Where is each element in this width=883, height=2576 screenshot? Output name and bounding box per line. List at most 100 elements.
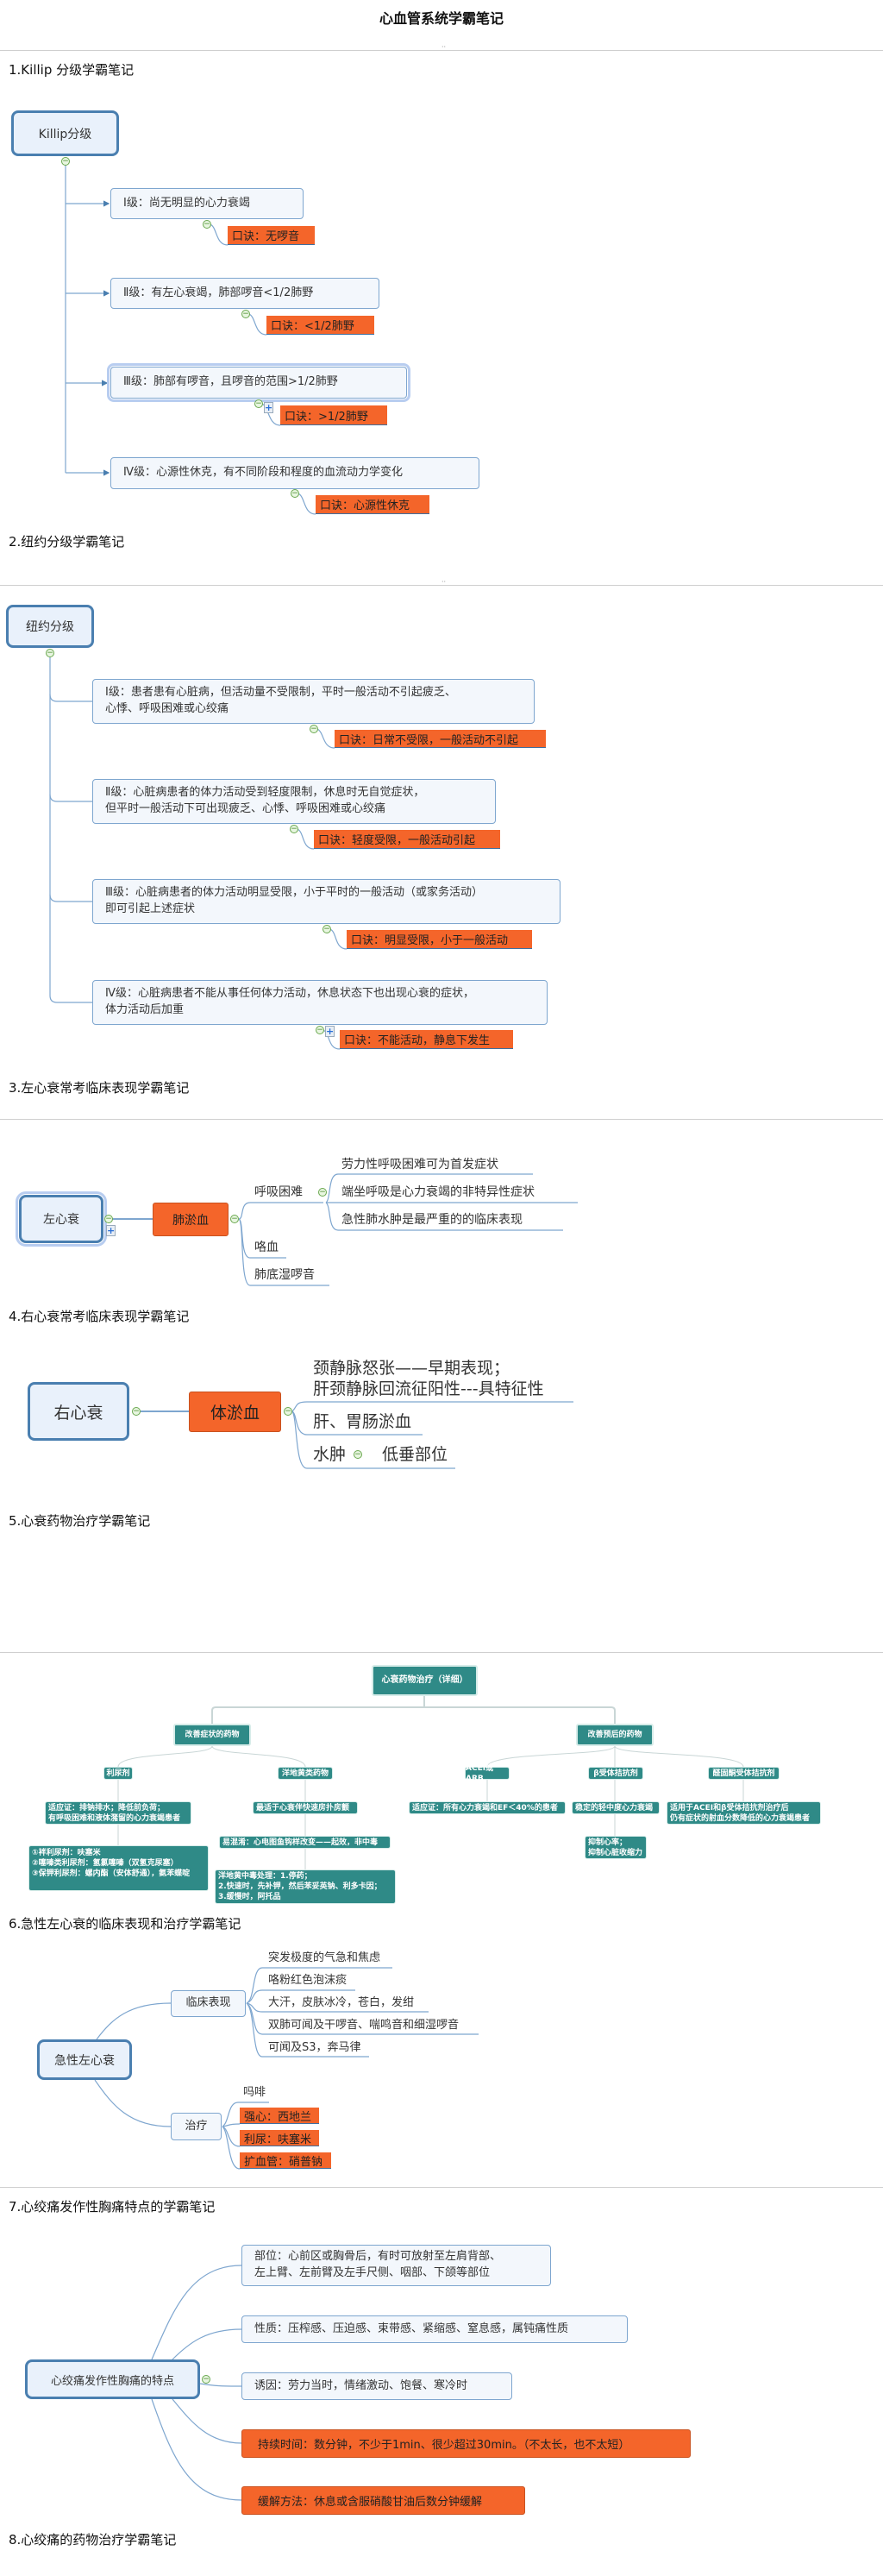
- digitalis-confusion-note: 易混淆：心电图鱼钩样改变——起效，非中毒: [219, 1836, 391, 1849]
- nyha-level-2-tip[interactable]: 口诀：轻度受限，一般活动引起: [314, 830, 500, 849]
- add-topic-icon[interactable]: +: [264, 402, 273, 413]
- section-6-heading: 6.急性左心衰的临床表现和治疗学霸笔记: [9, 1916, 241, 1932]
- section-5-heading: 5.心衰药物治疗学霸笔记: [9, 1513, 151, 1529]
- clinical-item[interactable]: 大汗，皮肤冰冷，苍白，发绀: [268, 1996, 415, 2009]
- collapse-icon[interactable]: −: [230, 1215, 239, 1223]
- nyha-level-1-tip[interactable]: 口诀：日常不受限，一般活动不引起: [335, 730, 546, 748]
- collapse-icon[interactable]: −: [132, 1407, 141, 1416]
- dyspnea-sub-topic[interactable]: 端坐呼吸是心力衰竭的非特异性症状: [341, 1185, 535, 1199]
- collapse-icon[interactable]: −: [61, 157, 70, 166]
- section-divider: [0, 1652, 883, 1653]
- section-divider: [0, 585, 883, 586]
- nyha-level-1-node[interactable]: Ⅰ级：患者患有心脏病，但活动量不受限制，平时一般活动不引起疲乏、 心悸、呼吸困难…: [92, 679, 535, 724]
- nyha-level-3-tip[interactable]: 口诀：明显受限，小于一般活动: [347, 930, 532, 949]
- dyspnea-topic[interactable]: 呼吸困难: [254, 1185, 303, 1199]
- pulmonary-congestion-node[interactable]: 肺淤血: [153, 1203, 229, 1236]
- collapse-icon[interactable]: −: [318, 1188, 327, 1197]
- left-hf-root-node[interactable]: 左心衰: [16, 1191, 107, 1247]
- edema-sub-topic[interactable]: 低垂部位: [382, 1445, 448, 1464]
- killip-level-4-tip[interactable]: 口诀：心源性休克: [316, 495, 429, 514]
- nyha-level-3-node[interactable]: Ⅲ级：心脏病患者的体力活动明显受限，小于平时的一般活动（或家务活动） 即可引起上…: [92, 879, 560, 924]
- section-3-heading: 3.左心衰常考临床表现学霸笔记: [9, 1080, 190, 1096]
- systemic-congestion-node[interactable]: 体淤血: [189, 1392, 281, 1432]
- aldosterone-antagonist-node: 醛固酮受体拮抗剂: [708, 1767, 780, 1780]
- drug-therapy-root: 心衰药物治疗（详细）: [372, 1665, 478, 1696]
- angina-location-node[interactable]: 部位：心前区或胸骨后，有时可放射至左肩背部、 左上臂、左前臂及左手尺侧、咽部、下…: [241, 2245, 551, 2286]
- collapse-icon[interactable]: −: [316, 1026, 324, 1034]
- killip-level-1-tip[interactable]: 口诀：无啰音: [228, 226, 315, 245]
- beta-indication: 稳定的轻中度心力衰竭: [572, 1801, 660, 1814]
- aldosterone-indication: 适用于ACEI和β受体拮抗剂治疗后 仍有症状的射血分数降低的心力衰竭患者: [667, 1801, 821, 1825]
- symptom-drugs-node: 改善症状的药物: [173, 1724, 251, 1746]
- section-7-heading: 7.心绞痛发作性胸痛特点的学霸笔记: [9, 2199, 216, 2215]
- killip-level-3-node[interactable]: Ⅲ级：肺部有啰音，且啰音的范围>1/2肺野: [107, 363, 410, 402]
- page-title: 心血管系统学霸笔记: [379, 10, 504, 27]
- collapse-icon[interactable]: −: [310, 725, 318, 733]
- beta-blocker-node: β受体拮抗剂: [588, 1767, 643, 1780]
- acei-arb-node: ACEI或ARB: [465, 1764, 510, 1783]
- clinical-item[interactable]: 双肺可闻及干啰音、喘鸣音和细湿啰音: [268, 2019, 460, 2032]
- angina-nature-node[interactable]: 性质：压榨感、压迫感、束带感、紧缩感、窒息感，属钝痛性质: [241, 2315, 628, 2343]
- collapse-icon[interactable]: −: [291, 489, 299, 498]
- collapse-icon[interactable]: −: [203, 220, 211, 229]
- angina-duration-node[interactable]: 持续时间：数分钟，不少于1min、很少超过30min。（不太长，也不太短）: [241, 2429, 691, 2458]
- clinical-item[interactable]: 可闻及S3，奔马律: [268, 2041, 361, 2054]
- killip-level-2-tip[interactable]: 口诀：<1/2肺野: [266, 316, 374, 335]
- treatment-item-morphine[interactable]: 吗啡: [243, 2086, 266, 2099]
- collapse-icon[interactable]: −: [254, 399, 263, 408]
- collapse-icon[interactable]: −: [290, 825, 298, 833]
- digitalis-toxicity: 洋地黄中毒处理：1.停药； 2.快速时，先补钾，然后苯妥英钠、利多卡因； 3.缓…: [215, 1869, 396, 1904]
- angina-trigger-node[interactable]: 诱因：劳力当时，情绪激动、饱餐、寒冷时: [241, 2372, 512, 2400]
- nyha-level-4-tip[interactable]: 口诀：不能活动，静息下发生: [340, 1030, 513, 1049]
- section-2-heading: 2.纽约分级学霸笔记: [9, 534, 125, 550]
- killip-level-1-node[interactable]: Ⅰ级：尚无明显的心力衰竭: [110, 188, 304, 219]
- treatment-node[interactable]: 治疗: [171, 2113, 222, 2140]
- angina-root-node[interactable]: 心绞痛发作性胸痛的特点: [25, 2359, 200, 2399]
- hemoptysis-topic[interactable]: 咯血: [254, 1241, 279, 1254]
- add-topic-icon[interactable]: +: [325, 1026, 335, 1037]
- section-divider: [0, 2187, 883, 2188]
- basal-rales-topic[interactable]: 肺底湿啰音: [254, 1268, 315, 1282]
- diuretic-list: ①袢利尿剂：呋塞米 ②噻嗪类利尿剂：氢氯噻嗪（双氢克尿塞） ③保钾利尿剂：螺内酯…: [28, 1845, 209, 1891]
- collapse-icon[interactable]: −: [104, 1215, 113, 1223]
- acei-indication: 适应证：所有心力衰竭和EF＜40%的患者: [409, 1801, 566, 1814]
- clinical-manifestation-node[interactable]: 临床表现: [171, 1990, 246, 2017]
- collapse-icon[interactable]: −: [323, 925, 331, 933]
- collapse-icon[interactable]: −: [46, 649, 54, 657]
- clinical-item[interactable]: 突发极度的气急和焦虑: [268, 1951, 381, 1964]
- dyspnea-sub-topic[interactable]: 劳力性呼吸困难可为首发症状: [341, 1158, 498, 1172]
- section-divider: [0, 50, 883, 51]
- section-4-heading: 4.右心衰常考临床表现学霸笔记: [9, 1309, 190, 1324]
- nyha-level-2-node[interactable]: Ⅱ级：心脏病患者的体力活动受到轻度限制，休息时无自觉症状， 但平时一般活动下可出…: [92, 779, 496, 824]
- diuretic-node: 利尿剂: [103, 1767, 133, 1780]
- beta-effect: 抑制心率； 抑制心脏收缩力: [585, 1836, 647, 1859]
- edema-topic[interactable]: 水肿: [313, 1445, 347, 1464]
- collapse-icon[interactable]: −: [284, 1407, 292, 1416]
- collapse-icon[interactable]: −: [241, 310, 250, 318]
- treatment-item[interactable]: 利尿：呋塞米: [240, 2130, 319, 2146]
- divider-handle[interactable]: ··: [442, 43, 447, 51]
- section-divider: [0, 1119, 883, 1120]
- liver-gi-congestion-topic[interactable]: 肝、胃肠淤血: [313, 1412, 412, 1431]
- killip-level-4-node[interactable]: Ⅳ级：心源性休克，有不同阶段和程度的血流动力学变化: [110, 457, 479, 489]
- section-8-heading: 8.心绞痛的药物治疗学霸笔记: [9, 2532, 177, 2548]
- collapse-icon[interactable]: −: [202, 2375, 210, 2384]
- add-topic-icon[interactable]: +: [106, 1225, 116, 1236]
- treatment-item[interactable]: 强心：西地兰: [240, 2108, 319, 2124]
- divider-handle[interactable]: ··: [442, 578, 447, 586]
- nyha-level-4-node[interactable]: Ⅳ级：心脏病患者不能从事任何体力活动，休息状态下也出现心衰的症状， 体力活动后加…: [92, 980, 548, 1025]
- acute-lhf-root-node[interactable]: 急性左心衰: [37, 2039, 132, 2080]
- killip-level-3-tip[interactable]: 口诀：>1/2肺野: [280, 405, 387, 425]
- nyha-root-node[interactable]: 纽约分级: [6, 605, 94, 648]
- dyspnea-sub-topic[interactable]: 急性肺水肿是最严重的的临床表现: [341, 1213, 523, 1227]
- prognosis-drugs-node: 改善预后的药物: [576, 1724, 654, 1746]
- clinical-item[interactable]: 咯粉红色泡沫痰: [268, 1974, 348, 1987]
- right-hf-root-node[interactable]: 右心衰: [28, 1382, 129, 1441]
- jvd-topic[interactable]: 颈静脉怒张——早期表现； 肝颈静脉回流征阳性---具特征性: [313, 1359, 544, 1398]
- treatment-item[interactable]: 扩血管：硝普钠: [240, 2152, 331, 2169]
- diuretic-indication: 适应证：排钠排水；降低前负荷； 有呼吸困难和液体潴留的心力衰竭患者: [45, 1801, 191, 1825]
- killip-root-node[interactable]: Killip分级: [11, 110, 119, 156]
- killip-level-2-node[interactable]: Ⅱ级：有左心衰竭，肺部啰音<1/2肺野: [110, 278, 379, 309]
- angina-relief-node[interactable]: 缓解方法：休息或含服硝酸甘油后数分钟缓解: [241, 2486, 525, 2515]
- collapse-icon[interactable]: −: [354, 1450, 362, 1459]
